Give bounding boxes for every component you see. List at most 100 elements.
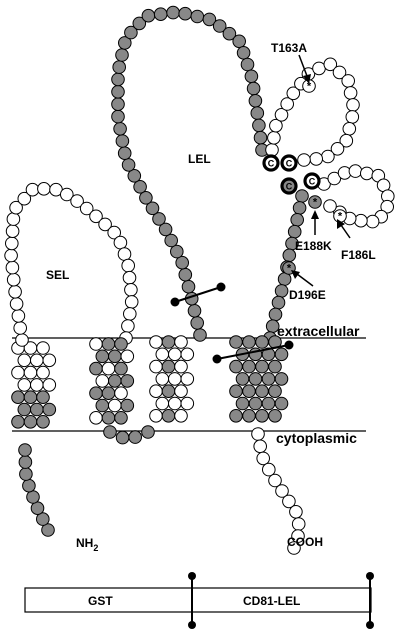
- residue-tm4: [235, 372, 250, 386]
- residue-lel-arc: [158, 222, 173, 237]
- residue-tm4: [255, 384, 269, 399]
- mutation-label-d196e: D196E: [289, 288, 326, 302]
- residue-tm3: [149, 335, 163, 349]
- residue-lel-arc: [115, 48, 129, 62]
- residue-tm1: [17, 402, 32, 417]
- residue-c-tail: [268, 473, 282, 488]
- residue-lel-loop-upper: [339, 133, 354, 148]
- residue-lel-loop-lower: [348, 164, 363, 178]
- residue-tm2: [95, 398, 110, 413]
- residue-tm4: [229, 409, 243, 423]
- construct-box: [24, 587, 372, 613]
- mutation-label-t163a: T163A: [271, 41, 307, 55]
- residue-lel-arc: [111, 72, 125, 87]
- residue-tm3: [174, 409, 188, 423]
- residue-turn: [141, 425, 155, 439]
- residue-sel: [121, 258, 135, 273]
- lel-label: LEL: [188, 152, 211, 166]
- residue-lel-arc: [115, 134, 130, 148]
- linker-bar-sel: [170, 282, 226, 307]
- residue-tm2: [114, 361, 128, 376]
- residue-sel: [25, 182, 40, 197]
- mutation-symbol: *: [307, 81, 312, 93]
- residue-lel-arc: [190, 316, 204, 330]
- residue-turn: [128, 430, 142, 444]
- residue-tm2: [108, 374, 122, 388]
- residue-lel-arc: [202, 12, 217, 27]
- residue-tm4: [242, 335, 256, 349]
- residue-lel-loop-upper: [346, 98, 360, 112]
- residue-c-tail: [289, 505, 303, 519]
- residue-lel-arc: [121, 158, 136, 172]
- residue-tm4: [229, 335, 243, 349]
- residue-sel: [17, 191, 32, 206]
- residue-sel: [121, 319, 135, 333]
- residue-lel-loop-upper: [342, 122, 357, 136]
- residue-lel-arc: [111, 85, 125, 99]
- residue-c-tail: [262, 462, 276, 477]
- residue-tm3: [161, 335, 176, 349]
- residue-c-tail: [253, 439, 268, 454]
- residue-sel: [5, 236, 19, 251]
- residue-sel: [107, 225, 121, 240]
- residue-tm2: [114, 411, 128, 425]
- residue-lel-loop-upper: [286, 86, 301, 101]
- residue-tm3: [155, 347, 170, 362]
- residue-n-tail: [19, 467, 33, 481]
- residue-sel: [4, 248, 18, 263]
- residue-tm1: [11, 415, 25, 429]
- residue-lel-arc: [246, 81, 261, 96]
- residue-sel: [6, 212, 21, 226]
- residue-tm1: [11, 365, 25, 380]
- residue-sel: [13, 321, 28, 335]
- cysteine-residue: [280, 177, 298, 195]
- residue-lel-loop-upper: [297, 153, 311, 167]
- residue-tm2: [120, 398, 135, 413]
- residue-tm1: [23, 365, 38, 380]
- residue-tm3: [174, 335, 188, 349]
- residue-lel-arc: [212, 19, 227, 33]
- residue-turn: [103, 425, 117, 439]
- residue-n-tail: [18, 455, 33, 469]
- residue-lel-arc: [117, 146, 132, 160]
- residue-tm1: [36, 415, 50, 429]
- construct-diagram: GST CD81-LEL: [24, 572, 374, 629]
- residue-n-tail: [18, 443, 32, 457]
- residue-sel: [98, 217, 112, 232]
- residue-lel-arc: [250, 106, 265, 120]
- cysteine-residue: [280, 154, 298, 172]
- residue-tm1: [23, 415, 38, 429]
- residue-lel-loop-lower: [380, 199, 395, 214]
- residue-tm2: [120, 349, 135, 364]
- residue-tm4: [255, 409, 269, 423]
- residue-c-tail: [287, 541, 301, 555]
- residue-lel-arc: [190, 9, 205, 24]
- residue-tm1: [42, 402, 57, 417]
- residue-sel: [113, 235, 128, 250]
- residue-lel-loop-upper: [332, 65, 347, 80]
- residue-lel-loop-lower: [323, 199, 337, 213]
- residue-lel-arc: [118, 36, 132, 50]
- residue-lel-arc: [164, 233, 178, 248]
- residue-tm4: [242, 384, 256, 399]
- residue-tm3: [174, 359, 188, 374]
- residue-lel-arc: [253, 130, 268, 145]
- residue-lel-arc: [252, 118, 266, 133]
- residue-tm2: [95, 349, 110, 364]
- residue-lel-arc: [181, 279, 196, 294]
- residue-lel-loop-lower: [360, 166, 374, 181]
- residue-lel-loop-upper: [343, 86, 358, 100]
- cysteine-residue: [303, 172, 321, 190]
- mutation-residue: [308, 195, 322, 209]
- residue-sel: [60, 187, 74, 202]
- residue-lel-stem: [287, 224, 302, 239]
- residue-lel-loop-upper: [330, 142, 345, 156]
- residue-turn: [115, 430, 130, 445]
- residue-n-tail: [36, 512, 50, 526]
- residue-tm2: [101, 337, 116, 351]
- residue-tm4: [242, 409, 256, 423]
- residue-tm4: [255, 335, 269, 349]
- residue-tm3: [161, 409, 176, 423]
- residue-lel-loop-upper: [323, 57, 338, 72]
- residue-tm3: [161, 384, 176, 399]
